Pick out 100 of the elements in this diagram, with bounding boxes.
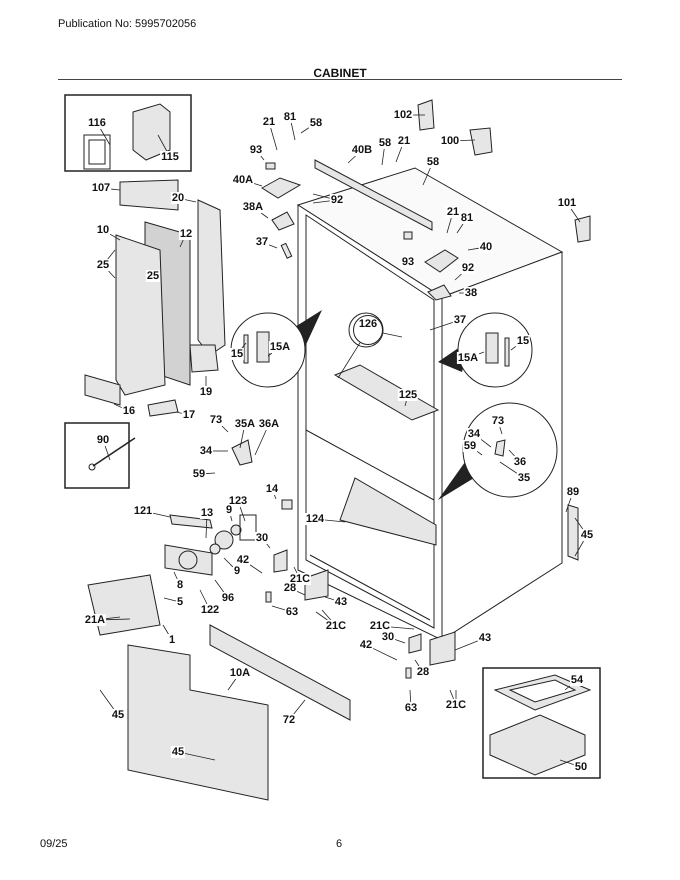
leader-line (270, 128, 278, 150)
leader-line (499, 426, 502, 434)
leader-line (458, 292, 464, 294)
leader-line (566, 498, 572, 512)
leader-line (164, 598, 176, 602)
callout-number: 59 (192, 468, 206, 480)
leader-line (242, 342, 246, 348)
leader-line (268, 244, 278, 248)
leader-line (560, 760, 574, 766)
leader-line (396, 146, 402, 162)
leader-line (316, 612, 328, 620)
callout-number: 13 (200, 507, 214, 519)
leader-line (570, 208, 580, 222)
callout-number: 20 (170, 192, 186, 204)
leader-line (250, 564, 262, 574)
callout-number: 123 (228, 495, 248, 507)
callout-number: 36A (258, 418, 280, 430)
callout-number: 93 (400, 256, 416, 268)
leader-line (348, 156, 356, 164)
leader-line (176, 412, 182, 414)
callout-number: 19 (198, 386, 214, 398)
leader-line (268, 352, 272, 356)
callout-number: 81 (460, 212, 474, 224)
leader-line (290, 122, 296, 140)
leader-line (412, 114, 426, 116)
leader-line (108, 270, 116, 278)
leader-line (240, 430, 244, 448)
callout-number: 5 (176, 596, 184, 608)
leader-line (222, 426, 228, 432)
leader-line (460, 140, 476, 141)
publication-number: Publication No: 5995702056 (58, 17, 196, 32)
leader-line (214, 580, 224, 592)
leader-line (410, 690, 412, 702)
leader-line (180, 240, 184, 248)
leader-line (456, 224, 464, 234)
callout-number: 81 (282, 111, 298, 123)
leader-line (382, 332, 402, 338)
leader-line (500, 462, 518, 474)
leader-line (296, 590, 306, 596)
callout-number: 43 (478, 632, 492, 644)
callout-number: 125 (398, 389, 418, 401)
leader-line (372, 648, 398, 660)
leader-line (450, 690, 454, 700)
leader-line (430, 322, 454, 330)
callout-number: 30 (254, 532, 270, 544)
callout-number: 9 (232, 565, 242, 577)
leader-line (228, 678, 236, 690)
callout-number: 63 (404, 702, 418, 714)
callout-number: 25 (146, 270, 160, 282)
leader-line (230, 516, 232, 522)
callout-number: 38A (242, 201, 264, 213)
callout-number: 37 (254, 236, 270, 248)
leader-line (394, 639, 406, 644)
leader-line (508, 450, 515, 456)
leader-line (454, 274, 462, 280)
callout-number: 16 (122, 405, 136, 417)
callout-number: 115 (160, 151, 180, 163)
section-title: CABINET (312, 65, 368, 82)
callout-number: 116 (87, 117, 107, 129)
leader-line (480, 439, 492, 448)
leader-line (382, 148, 385, 166)
date-code: 09/25 (40, 837, 68, 852)
leader-line (338, 342, 360, 378)
leader-line (294, 566, 298, 574)
callout-number: 21 (262, 116, 276, 128)
callout-number: 21 (446, 206, 460, 218)
leader-line (206, 472, 216, 474)
page-number: 6 (336, 837, 342, 852)
callout-number: 42 (358, 639, 374, 651)
leader-line (200, 590, 208, 604)
callout-number: 45 (110, 709, 126, 721)
callout-number: 54 (570, 674, 584, 686)
callout-number: 93 (248, 144, 264, 156)
callout-number: 50 (574, 761, 588, 773)
leader-line (104, 446, 110, 460)
callout-number: 15 (516, 335, 530, 347)
callout-number: 40A (232, 174, 254, 186)
callout-number: 45 (580, 529, 594, 541)
callout-number: 45 (170, 746, 186, 758)
leader-line (174, 572, 178, 580)
leader-line (212, 450, 228, 452)
leader-line (324, 596, 334, 600)
callout-number: 1 (168, 634, 176, 646)
callout-number: 73 (208, 414, 224, 426)
callout-number: 43 (334, 596, 348, 608)
leader-line (454, 640, 478, 650)
leader-line (224, 558, 234, 568)
callout-number: 102 (392, 109, 414, 121)
leader-line (312, 194, 330, 199)
callout-number: 9 (224, 504, 234, 516)
callout-number: 28 (282, 582, 298, 594)
leader-line (110, 188, 120, 190)
callout-number: 30 (380, 631, 396, 643)
callout-number: 63 (284, 606, 300, 618)
callout-number: 124 (304, 513, 326, 525)
callout-number: 59 (462, 440, 478, 452)
leader-line (100, 690, 114, 710)
callout-number: 58 (378, 137, 392, 149)
callout-number: 72 (282, 714, 296, 726)
leader-line (162, 624, 169, 634)
